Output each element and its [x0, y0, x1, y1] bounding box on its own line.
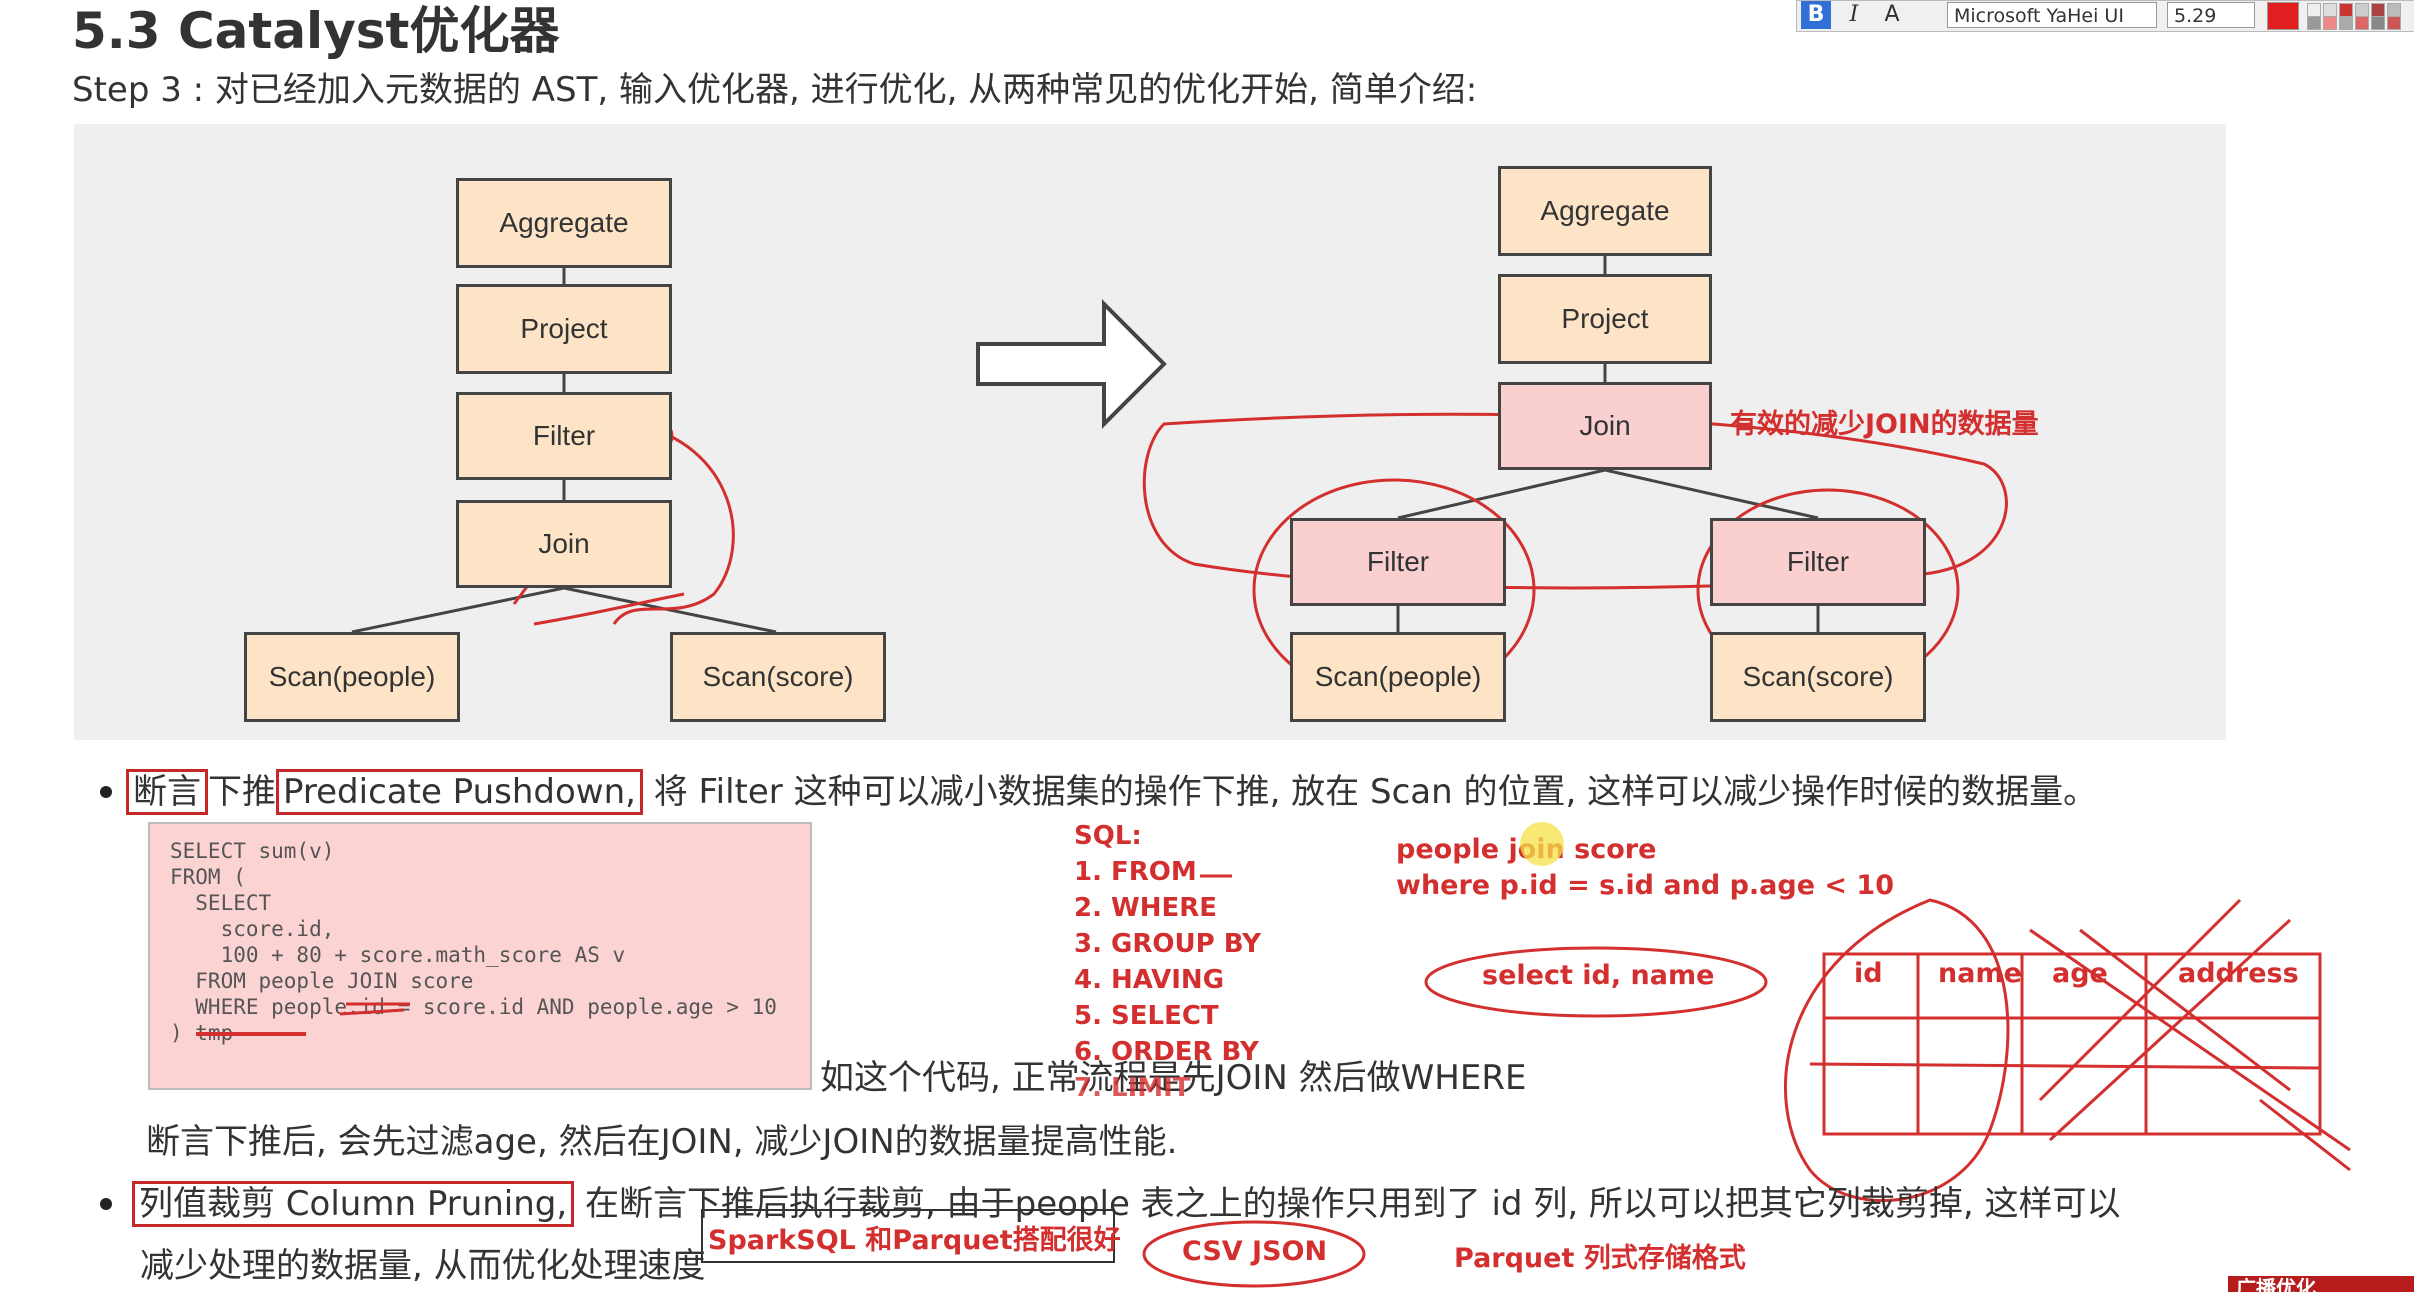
join-node: Join [456, 500, 672, 588]
bullet-column-pruning: 列值裁剪 Column Pruning, 在断言下推后执行裁剪, 由于peopl… [132, 1180, 2121, 1228]
color-swatch[interactable] [2323, 16, 2337, 30]
code-line: SELECT [170, 891, 272, 915]
sql-order-item: 5. SELECT [1074, 1001, 1219, 1031]
filter-people-node: Filter [1290, 518, 1506, 606]
sql-order-item: 6. ORDER BY [1074, 1037, 1259, 1067]
scan-people-node: Scan(people) [1290, 632, 1506, 722]
bold-button[interactable]: B [1801, 1, 1831, 29]
query-plan-diagram: Aggregate Project Filter Join Scan(peopl… [74, 124, 2226, 740]
term-assertion: 断言 [126, 769, 208, 815]
color-swatch[interactable] [2387, 16, 2401, 30]
font-style-icon[interactable]: A [1884, 2, 1900, 27]
filter-score-node: Filter [1710, 518, 1926, 606]
color-swatch[interactable] [2355, 16, 2369, 30]
sql-order-item: 7. LIMIT [1074, 1073, 1191, 1103]
join-note-line-2: where p.id = s.id and p.age < 10 [1396, 870, 1895, 901]
color-swatch[interactable] [2307, 16, 2321, 30]
csv-json-note: CSV JSON [1182, 1236, 1328, 1267]
parquet-note: Parquet 列式存储格式 [1454, 1243, 1746, 1274]
bullet-dot [100, 786, 112, 798]
sql-order-item: 4. HAVING [1074, 965, 1225, 995]
bullet-dot [100, 1198, 112, 1210]
cursor-highlight [1520, 822, 1564, 866]
sql-order-item: 1. FROM [1074, 857, 1197, 887]
select-note: select id, name [1482, 960, 1715, 991]
explain-line-2: 断言下推后, 会先过滤age, 然后在JOIN, 减少JOIN的数据量提高性能. [146, 1122, 1178, 1162]
font-size-select[interactable]: 5.29 [2167, 2, 2255, 28]
scan-score-node: Scan(score) [1710, 632, 1926, 722]
color-swatch[interactable] [2339, 16, 2353, 30]
term-pushdown: 下推 [208, 772, 276, 812]
italic-button[interactable]: I [1849, 2, 1859, 27]
font-family-select[interactable]: Microsoft YaHei UI [1947, 2, 2157, 28]
term-column-pruning: 列值裁剪 Column Pruning, [132, 1181, 575, 1227]
aggregate-node: Aggregate [1498, 166, 1712, 256]
join-annotation: 有效的减少JOIN的数据量 [1730, 409, 2039, 440]
step-description: Step 3 : 对已经加入元数据的 AST, 输入优化器, 进行优化, 从两种… [72, 70, 1478, 110]
sql-order-item: 2. WHERE [1074, 893, 1217, 923]
spark-parquet-note: SparkSQL 和Parquet搭配很好 [708, 1225, 1121, 1256]
code-line: WHERE people.id = score.id AND people.ag… [170, 995, 777, 1019]
project-node: Project [456, 284, 672, 374]
explain-line-1: 如这个代码, 正常流程是先JOIN 然后做WHERE [820, 1058, 1527, 1098]
text-color-button[interactable] [2267, 2, 2299, 30]
join-node: Join [1498, 382, 1712, 470]
bullet2-text: 在断言下推后执行裁剪, 由于people 表之上的操作只用到了 id 列, 所以… [585, 1184, 2121, 1224]
sql-order-item: 3. GROUP BY [1074, 929, 1261, 959]
code-line: FROM ( [170, 865, 246, 889]
table-header-address: address [2178, 958, 2299, 989]
code-line: FROM people JOIN score [170, 969, 474, 993]
table-header-age: age [2052, 958, 2108, 989]
sql-order-header: SQL: [1074, 821, 1142, 851]
bullet2-line-2: 减少处理的数据量, 从而优化处理速度 [140, 1246, 706, 1286]
bullet1-text: 将 Filter 这种可以减小数据集的操作下推, 放在 Scan 的位置, 这样… [653, 772, 2098, 812]
scan-people-node: Scan(people) [244, 632, 460, 722]
color-swatch[interactable] [2371, 16, 2385, 30]
project-node: Project [1498, 274, 1712, 364]
aggregate-node: Aggregate [456, 178, 672, 268]
term-predicate-pushdown: Predicate Pushdown, [276, 769, 643, 815]
code-line: 100 + 80 + score.math_score AS v [170, 943, 626, 967]
sql-code-block: SELECT sum(v) FROM ( SELECT score.id, 10… [148, 822, 812, 1090]
transform-arrow-icon [976, 299, 1167, 429]
scan-score-node: Scan(score) [670, 632, 886, 722]
corner-label: 广播优化 [2236, 1276, 2316, 1292]
table-header-name: name [1938, 958, 2022, 989]
filter-node: Filter [456, 392, 672, 480]
code-line: score.id, [170, 917, 335, 941]
table-header-id: id [1854, 958, 1883, 989]
code-line: SELECT sum(v) [170, 839, 335, 863]
page-title: 5.3 Catalyst优化器 [72, 2, 560, 60]
format-toolbar: B I A Microsoft YaHei UI 5.29 [1796, 0, 2414, 32]
